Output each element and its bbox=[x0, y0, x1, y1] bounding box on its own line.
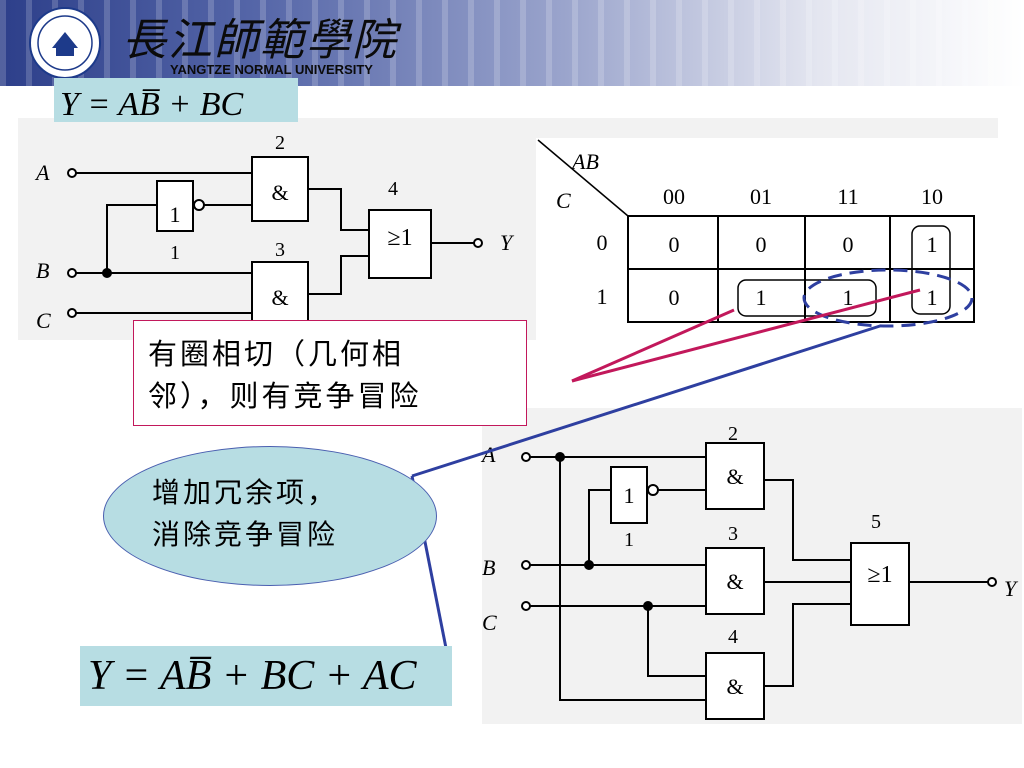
ellipse-callout-text: 增加冗余项， 消除竞争冒险 bbox=[152, 472, 432, 556]
ellipse-line-2: 消除竞争冒险 bbox=[152, 518, 339, 551]
school-name-cn: 長江師範學院 bbox=[122, 15, 398, 66]
kmap-col-var: AB bbox=[570, 149, 599, 174]
kmap-cell: 0 bbox=[756, 232, 767, 257]
kmap-col-header: 11 bbox=[837, 184, 858, 209]
note-line-2: 邻），则有竞争冒险 bbox=[148, 379, 422, 413]
university-seal-icon bbox=[29, 7, 101, 79]
karnaugh-map bbox=[537, 139, 975, 328]
c1-label-y: Y bbox=[500, 230, 515, 255]
c1-and2-symbol: & bbox=[271, 285, 288, 310]
c1-num-or: 4 bbox=[388, 178, 398, 200]
kmap-cell: 0 bbox=[669, 285, 680, 310]
c2-num-not: 1 bbox=[624, 529, 634, 551]
c1-not-symbol: 1 bbox=[170, 202, 181, 227]
c2-and2-symbol: & bbox=[726, 569, 743, 594]
kmap-row-var: C bbox=[556, 188, 571, 213]
c1-label-c: C bbox=[36, 308, 51, 333]
formula-original: Y = AB̅ + BC bbox=[54, 78, 298, 122]
formula-fixed: Y = AB̅ + BC + AC bbox=[80, 646, 452, 706]
kmap-cell: 1 bbox=[927, 285, 938, 310]
kmap-cell: 1 bbox=[927, 232, 938, 257]
c2-and1-symbol: & bbox=[726, 464, 743, 489]
kmap-cell: 0 bbox=[843, 232, 854, 257]
c2-label-b: B bbox=[482, 555, 495, 580]
c2-or-symbol: ≥1 bbox=[867, 562, 892, 588]
c2-num-and1: 2 bbox=[728, 423, 738, 445]
c2-label-c: C bbox=[482, 610, 497, 635]
c1-num-not: 1 bbox=[170, 242, 180, 264]
header-banner bbox=[0, 0, 1024, 86]
c2-label-y: Y bbox=[1004, 576, 1019, 601]
c2-num-and2: 3 bbox=[728, 523, 738, 545]
circuit-original bbox=[67, 156, 483, 327]
kmap-row-header: 0 bbox=[597, 230, 608, 255]
c1-label-b: B bbox=[36, 258, 49, 283]
pointer-lines-red bbox=[571, 288, 921, 383]
kmap-col-header: 10 bbox=[921, 184, 943, 209]
kmap-col-header: 01 bbox=[750, 184, 772, 209]
kmap-row-header: 1 bbox=[597, 284, 608, 309]
c1-num-and2: 3 bbox=[275, 239, 285, 261]
school-name-en: YANGTZE NORMAL UNIVERSITY bbox=[170, 62, 373, 77]
kmap-col-header: 00 bbox=[663, 184, 685, 209]
note-line-1: 有圈相切（几何相 bbox=[148, 337, 405, 371]
c2-label-a: A bbox=[480, 442, 496, 467]
note-hazard-box: 有圈相切（几何相 邻），则有竞争冒险 bbox=[133, 320, 527, 426]
c1-num-and1: 2 bbox=[275, 132, 285, 154]
kmap-cell: 1 bbox=[843, 285, 854, 310]
c2-and3-symbol: & bbox=[726, 674, 743, 699]
kmap-cell: 0 bbox=[669, 232, 680, 257]
c2-num-or: 5 bbox=[871, 511, 881, 533]
c1-and1-symbol: & bbox=[271, 180, 288, 205]
kmap-cell: 1 bbox=[756, 285, 767, 310]
c1-label-a: A bbox=[34, 160, 50, 185]
c2-not-symbol: 1 bbox=[624, 483, 635, 508]
c1-or-symbol: ≥1 bbox=[387, 225, 412, 251]
header-stripes bbox=[0, 0, 1024, 86]
ellipse-line-1: 增加冗余项， bbox=[152, 476, 339, 509]
c2-num-and3: 4 bbox=[728, 626, 738, 648]
circuit-fixed bbox=[521, 442, 997, 720]
ellipse-callout bbox=[103, 446, 437, 586]
